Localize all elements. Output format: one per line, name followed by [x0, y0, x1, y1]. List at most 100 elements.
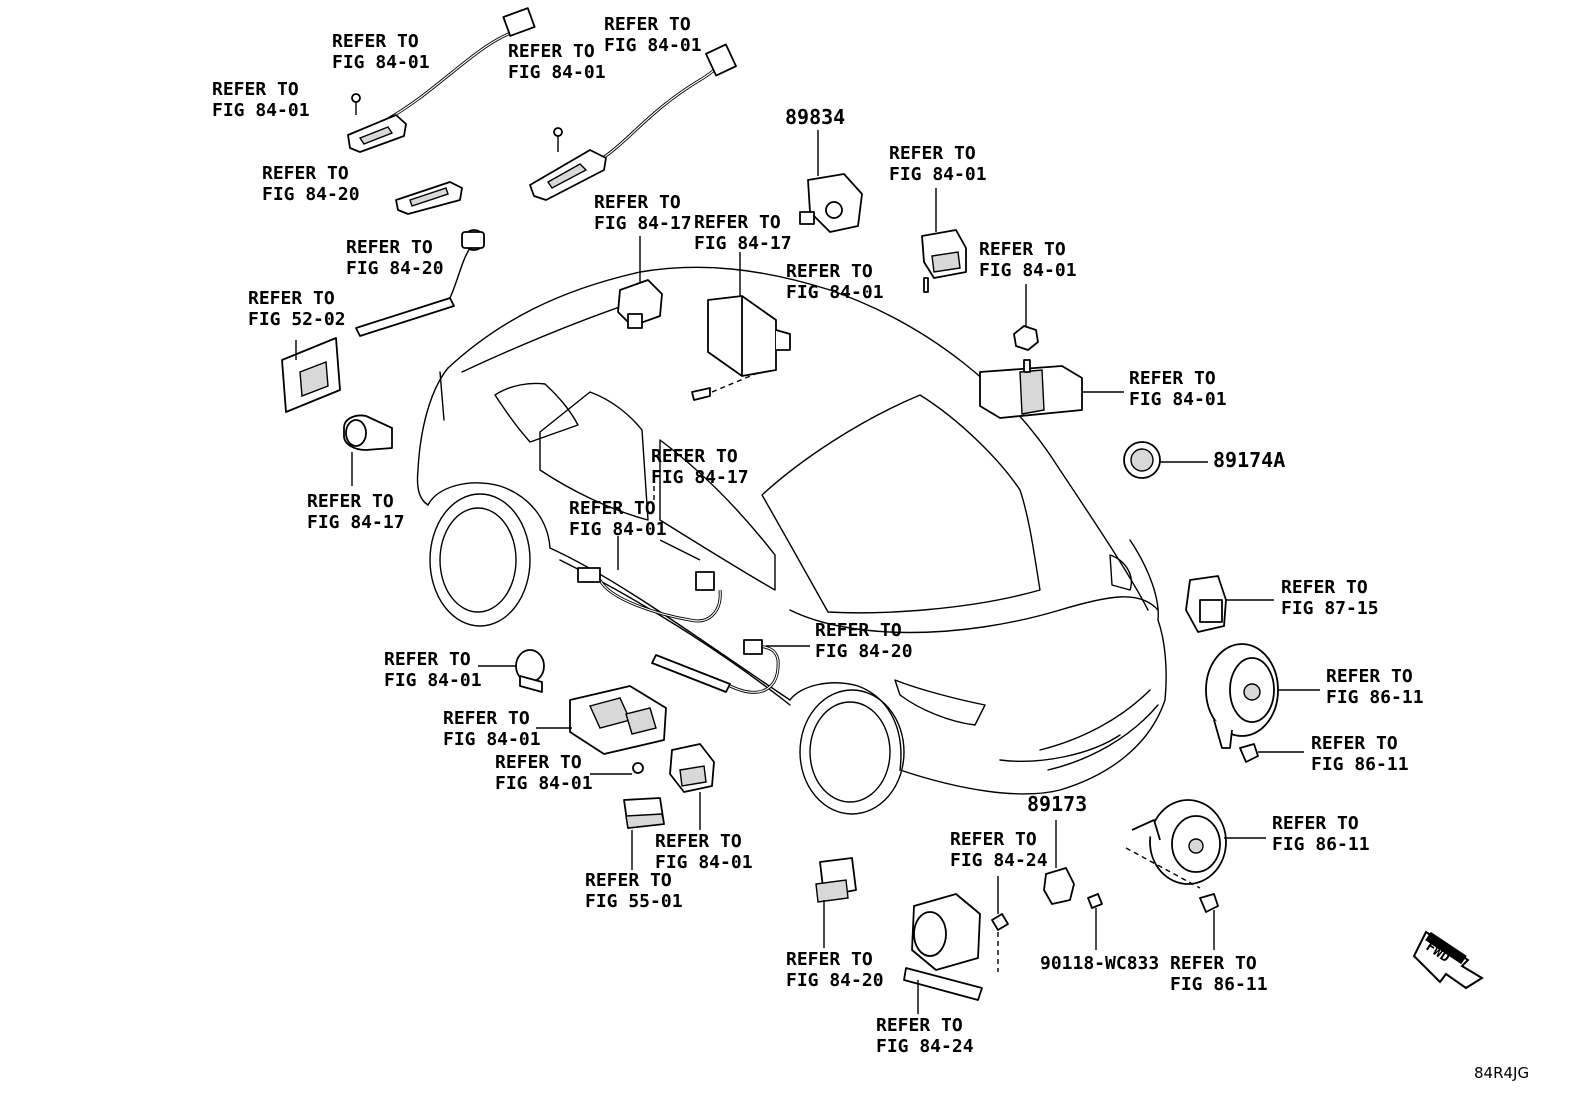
refer-label-line: REFER TO [585, 870, 672, 891]
refer-label-line: FIG 84-24 [950, 850, 1048, 871]
refer-label-line: REFER TO [1272, 813, 1359, 834]
refer-label-line: REFER TO [384, 649, 471, 670]
refer-label-line: FIG 84-20 [815, 641, 913, 662]
refer-label-line: FIG 52-02 [248, 309, 346, 330]
refer-label-line: FIG 84-01 [443, 729, 541, 750]
screw-84-01 [590, 762, 644, 775]
part-89173 [1043, 820, 1103, 950]
refer-label-line: FIG 84-01 [569, 519, 667, 540]
antenna-strip [355, 229, 485, 337]
refer-label-line: FIG 84-20 [346, 258, 444, 279]
refer-label-line: FIG 84-01 [979, 260, 1077, 281]
refer-label-line: REFER TO [443, 708, 530, 729]
refer-label-line: FIG 87-15 [1281, 598, 1379, 619]
horn-lower [1125, 799, 1266, 950]
refer-label-line: REFER TO [815, 620, 902, 641]
refer-label-line: FIG 86-11 [1311, 754, 1409, 775]
refer-label-line: FIG 84-17 [694, 233, 792, 254]
refer-label-line: REFER TO [786, 949, 873, 970]
refer-label-line: FIG 84-20 [786, 970, 884, 991]
refer-label-line: REFER TO [1129, 368, 1216, 389]
sensor-84-17-top [617, 236, 663, 329]
refer-label-line: FIG 55-01 [585, 891, 683, 912]
refer-label-line: REFER TO [1281, 577, 1368, 598]
parking-sensor-left [343, 414, 393, 486]
refer-label-line: FIG 84-17 [307, 512, 405, 533]
refer-label-line: REFER TO [1170, 953, 1257, 974]
refer-label-line: REFER TO [307, 491, 394, 512]
refer-label-line: REFER TO [979, 239, 1066, 260]
sensor-84-20-small [395, 181, 463, 215]
refer-label-line: REFER TO [651, 446, 738, 467]
relay-block [979, 359, 1124, 419]
refer-label-line: FIG 84-01 [604, 35, 702, 56]
refer-label-line: FIG 86-11 [1272, 834, 1370, 855]
connector-55-01 [623, 797, 665, 870]
refer-label-line: REFER TO [1311, 733, 1398, 754]
refer-label-line: FIG 84-24 [876, 1036, 974, 1057]
refer-label-line: REFER TO [495, 752, 582, 773]
refer-label-line: FIG 84-01 [655, 852, 753, 873]
refer-label-line: REFER TO [694, 212, 781, 233]
relay-84-20 [815, 857, 857, 948]
switch-52-02 [281, 337, 341, 413]
horn-upper [1205, 643, 1320, 763]
part-89174A [1123, 441, 1208, 479]
part-number-p4: 90118-WC833 [1040, 953, 1159, 974]
refer-label-line: FIG 84-20 [262, 184, 360, 205]
refer-label-line: FIG 86-11 [1170, 974, 1268, 995]
ecu-module-84-17 [691, 252, 791, 401]
refer-label-line: REFER TO [594, 192, 681, 213]
siren-84-24 [903, 876, 1009, 1014]
refer-label-line: FIG 84-01 [889, 164, 987, 185]
figure-code: 84R4JG [1474, 1064, 1529, 1082]
refer-label-line: FIG 84-01 [508, 62, 606, 83]
part-89834 [799, 130, 863, 233]
refer-label-line: FIG 84-01 [384, 670, 482, 691]
refer-label-line: FIG 84-01 [495, 773, 593, 794]
refer-label-line: REFER TO [876, 1015, 963, 1036]
part-number-p1: 89834 [785, 105, 845, 129]
switch-84-01-upper [921, 188, 967, 293]
refer-label-line: REFER TO [262, 163, 349, 184]
refer-label-line: FIG 84-17 [594, 213, 692, 234]
refer-label-line: FIG 84-01 [786, 282, 884, 303]
refer-label-line: FIG 86-11 [1326, 687, 1424, 708]
refer-label-line: REFER TO [212, 79, 299, 100]
part-number-p3: 89173 [1027, 792, 1087, 816]
refer-label-line: REFER TO [508, 41, 595, 62]
sensor-cable-top-middle [529, 43, 737, 201]
refer-label-line: REFER TO [332, 31, 419, 52]
refer-label-line: REFER TO [1326, 666, 1413, 687]
refer-label-line: FIG 84-01 [212, 100, 310, 121]
switch-panel [536, 685, 667, 755]
refer-label-line: FIG 84-01 [332, 52, 430, 73]
